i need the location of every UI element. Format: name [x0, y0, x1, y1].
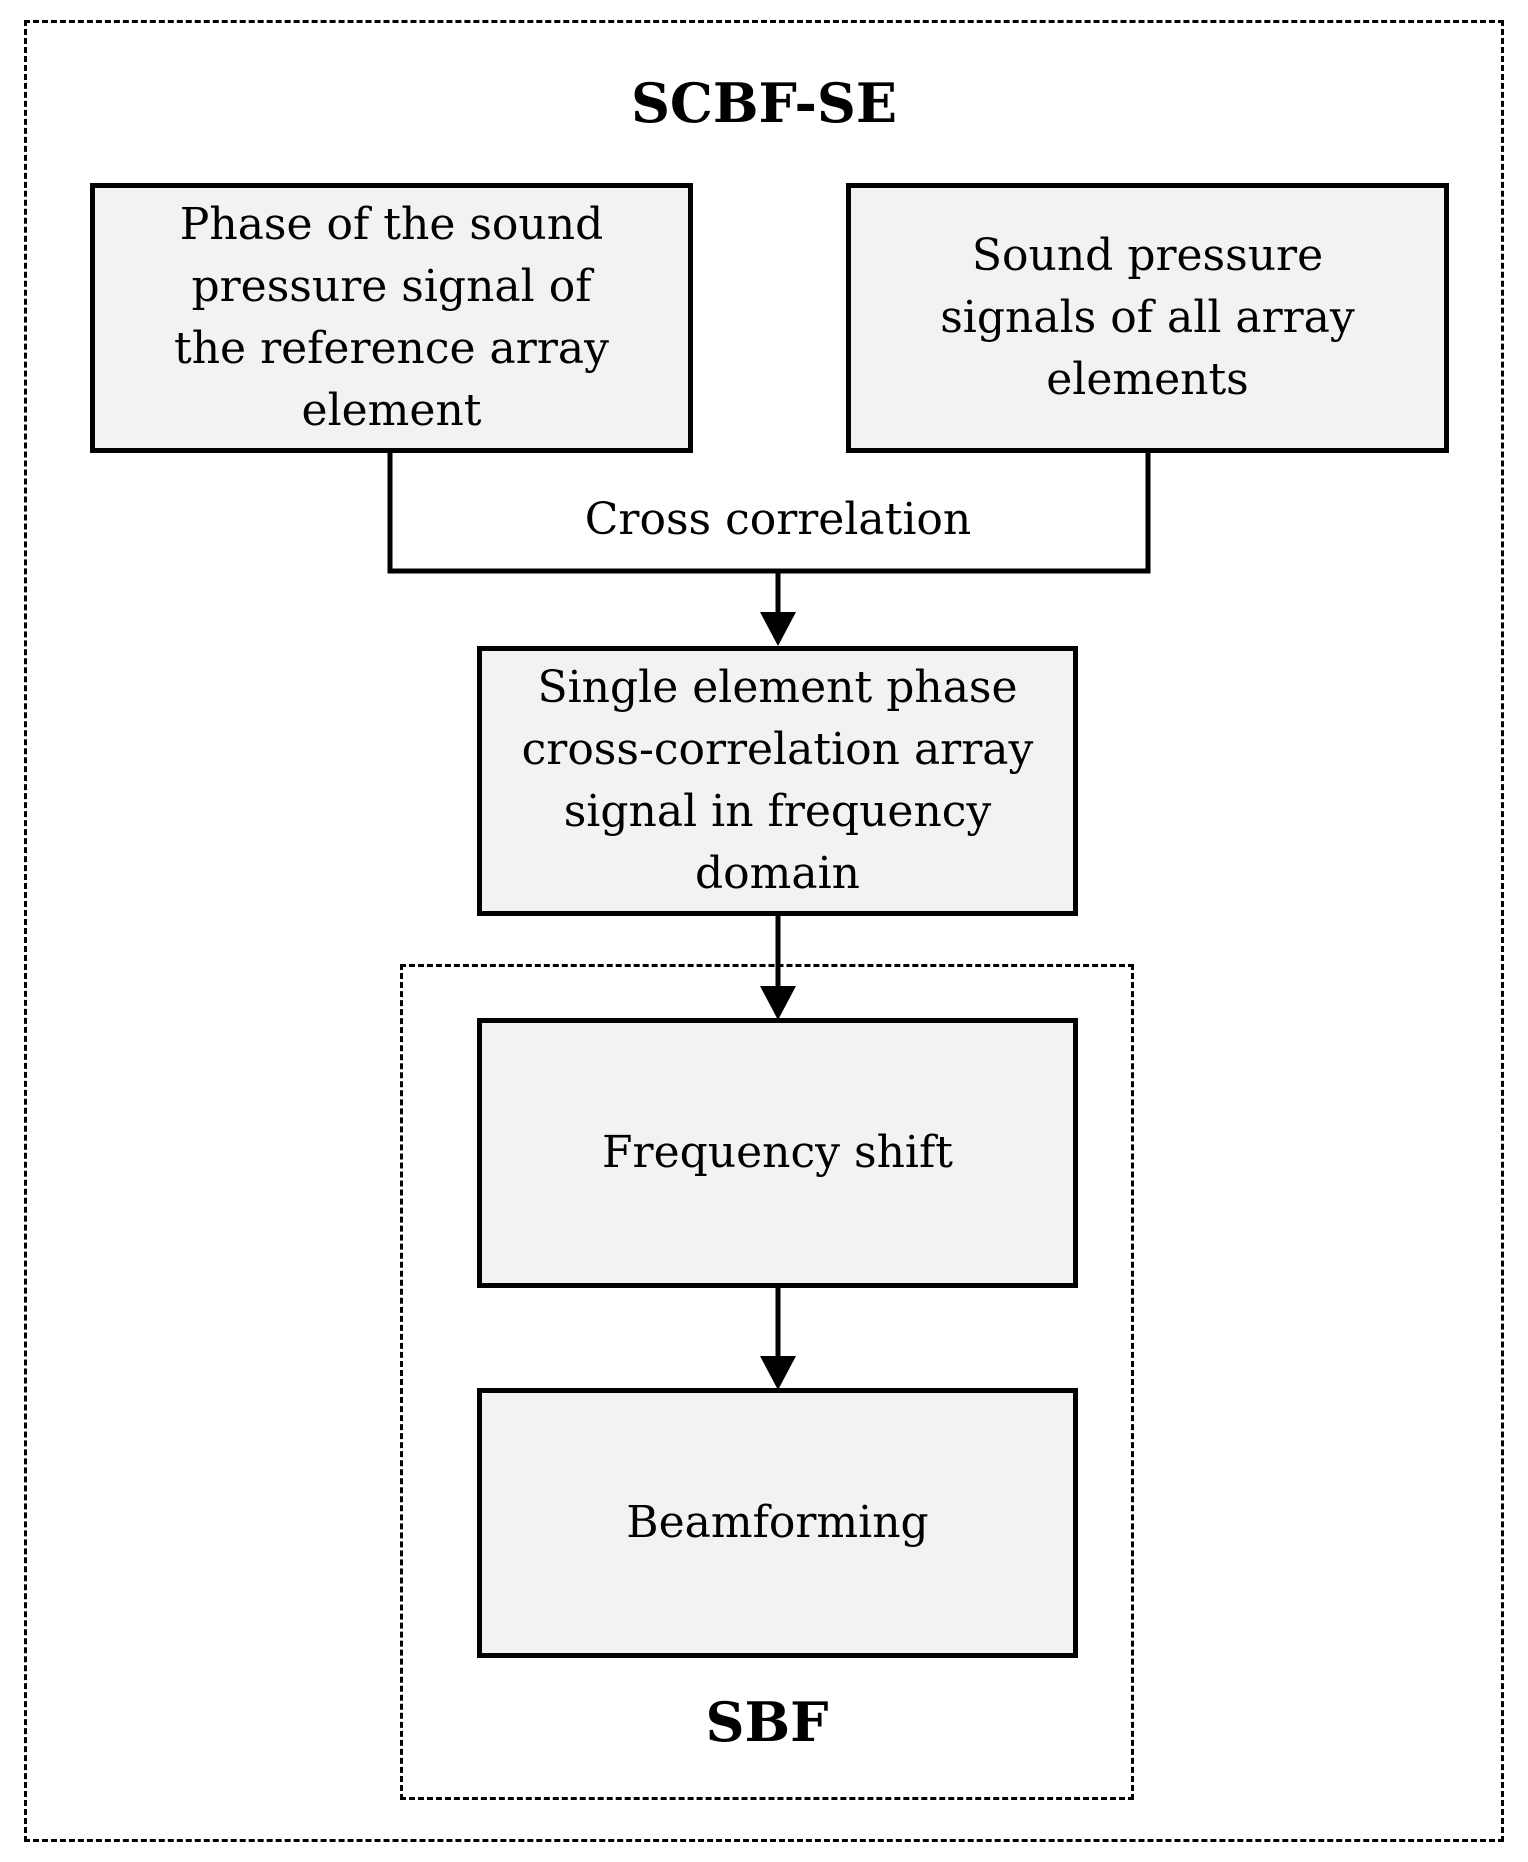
reference-phase-text: Phase of the sound pressure signal of th… [174, 199, 609, 436]
sound-pressure-text: Sound pressure signals of all array elem… [940, 230, 1355, 405]
scbf-se-title: SCBF-SE [630, 71, 898, 135]
reference-phase-box: Phase of the sound pressure signal of th… [90, 183, 693, 453]
cross-correlation-signal-box: Single element phase cross-correlation a… [477, 646, 1078, 916]
beamforming-box: Beamforming [477, 1388, 1078, 1658]
sound-pressure-box: Sound pressure signals of all array elem… [846, 183, 1449, 453]
sbf-group-frame [400, 964, 1134, 1800]
scbf-se-group-frame [24, 20, 1504, 1842]
sbf-title: SBF [705, 1690, 829, 1754]
cross-correlation-signal-text: Single element phase cross-correlation a… [521, 662, 1034, 899]
cross-correlation-label: Cross correlation [584, 494, 972, 545]
beamforming-text: Beamforming [626, 1497, 929, 1548]
frequency-shift-box: Frequency shift [477, 1018, 1078, 1288]
frequency-shift-text: Frequency shift [602, 1127, 953, 1178]
